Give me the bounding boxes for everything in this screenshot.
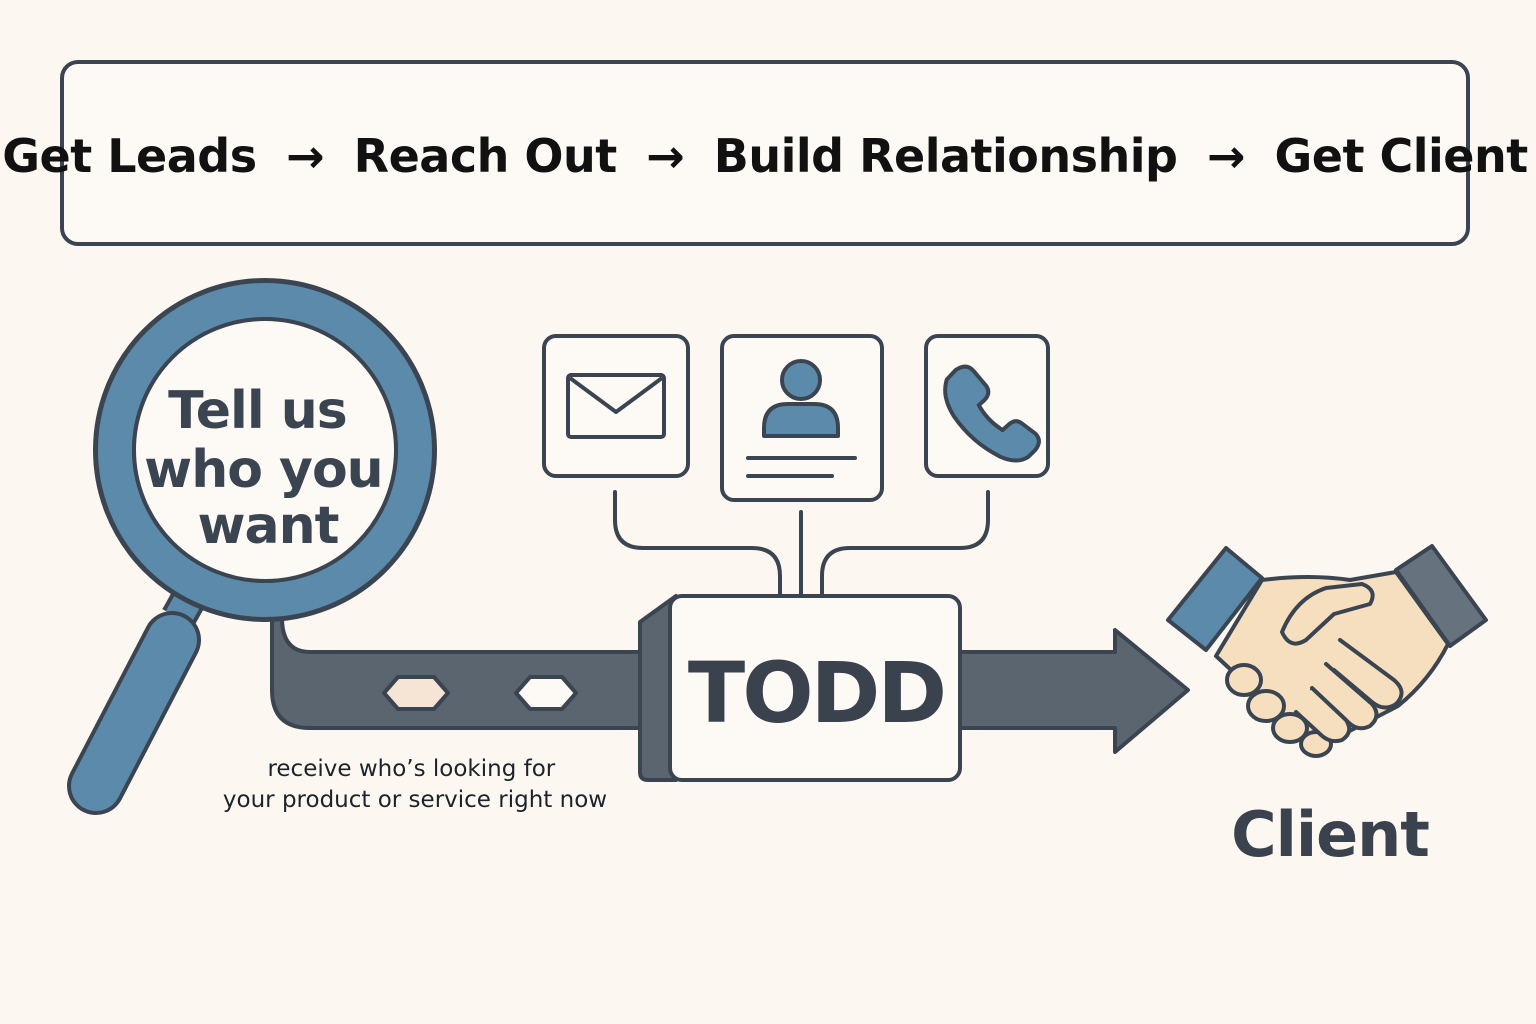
flow-headline: Get Leads → Reach Out → Build Relationsh… bbox=[2, 129, 1527, 183]
lead-token-2 bbox=[514, 675, 578, 711]
pipeline-caption-line-1: receive who’s looking for bbox=[267, 756, 555, 782]
pipeline-caption: receive who’s looking for your product o… bbox=[223, 756, 607, 813]
channel-contact-card bbox=[720, 334, 884, 502]
search-prompt-line-1: Tell us bbox=[168, 381, 347, 441]
search-prompt-line-2: who you bbox=[144, 440, 383, 500]
handshake-icon bbox=[1166, 544, 1488, 758]
envelope-icon bbox=[566, 373, 666, 439]
output-arrow bbox=[948, 628, 1190, 754]
todd-label: TODD bbox=[688, 644, 944, 742]
todd-hub: TODD bbox=[638, 594, 962, 782]
flow-arrow-3: → bbox=[1207, 129, 1245, 183]
contact-card-icon bbox=[746, 359, 857, 478]
search-prompt: Tell us who you want bbox=[144, 381, 400, 556]
flow-arrow-1: → bbox=[286, 129, 324, 183]
channel-phone-card bbox=[924, 334, 1050, 478]
search-prompt-line-3: want bbox=[197, 496, 338, 556]
client-label: Client bbox=[1231, 798, 1429, 871]
flow-step-4: Get Client bbox=[1275, 129, 1528, 183]
flow-step-1: Get Leads bbox=[2, 129, 256, 183]
search-magnifier: Tell us who you want bbox=[67, 278, 437, 815]
channel-connectors bbox=[613, 490, 990, 600]
flow-step-2: Reach Out bbox=[354, 129, 617, 183]
phone-icon bbox=[943, 364, 1041, 463]
lead-pipeline bbox=[270, 616, 652, 730]
pipeline-caption-line-2: your product or service right now bbox=[223, 787, 607, 813]
lead-token-1 bbox=[382, 675, 450, 711]
header-banner: Get Leads → Reach Out → Build Relationsh… bbox=[2, 60, 1528, 246]
channel-email-card bbox=[542, 334, 690, 478]
flow-step-3: Build Relationship bbox=[714, 129, 1178, 183]
flow-arrow-2: → bbox=[646, 129, 684, 183]
magnifier-handle bbox=[67, 577, 212, 815]
